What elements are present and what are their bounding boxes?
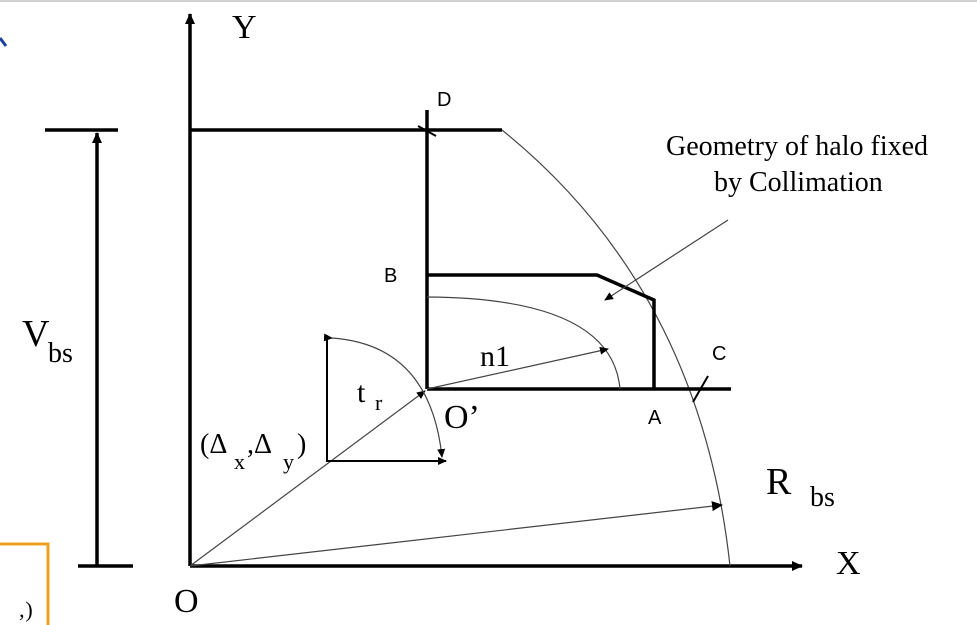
offset-arrow <box>189 390 426 567</box>
svg-text:t: t <box>357 376 366 409</box>
d-tick <box>417 125 437 137</box>
c-tick <box>692 375 709 403</box>
offset-label: (Δ x ,Δ y ) <box>200 429 306 474</box>
origin-label: O <box>174 583 199 620</box>
annotation-line-1: Geometry of halo fixed <box>666 131 928 162</box>
vbs-label: V bs <box>22 313 73 369</box>
outer-arc <box>501 129 731 567</box>
point-b-label: B <box>384 265 397 287</box>
rbs-label: R bs <box>766 461 835 513</box>
n1-label: n1 <box>480 340 510 373</box>
svg-text:bs: bs <box>48 338 73 369</box>
svg-text:x: x <box>234 449 245 474</box>
rbs-arrow <box>189 501 723 567</box>
svg-text:V: V <box>22 313 50 355</box>
tr-label: t r <box>357 376 383 415</box>
frame-fragment-glyph: ‚) <box>18 597 33 622</box>
svg-text:,Δ: ,Δ <box>247 429 272 460</box>
point-a-label: A <box>648 407 662 429</box>
svg-text:r: r <box>375 390 383 415</box>
svg-text:bs: bs <box>810 482 835 513</box>
y-axis-label: Y <box>232 9 257 46</box>
origin-prime-label: O’ <box>444 399 480 436</box>
tr-arc <box>323 333 446 458</box>
svg-text:R: R <box>766 461 792 503</box>
point-d-label: D <box>437 89 451 111</box>
point-c-label: C <box>712 343 726 365</box>
left-edge-mark <box>0 37 8 47</box>
x-axis-label: X <box>836 545 861 582</box>
annotation-pointer <box>604 219 729 301</box>
svg-text:(Δ: (Δ <box>200 429 227 460</box>
orange-frame-fragment <box>0 542 50 625</box>
svg-text:): ) <box>297 429 306 460</box>
n1-arrow <box>426 346 609 390</box>
svg-text:y: y <box>283 449 294 474</box>
collimation-boundary <box>427 273 656 389</box>
annotation-line-2: by Collimation <box>714 167 883 198</box>
inner-arc <box>426 296 621 390</box>
